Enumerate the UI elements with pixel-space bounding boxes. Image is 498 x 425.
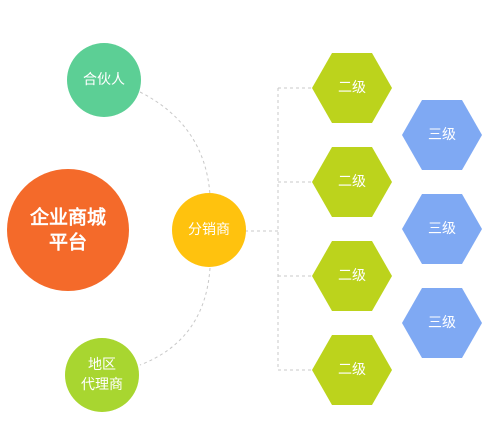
level3-label: 三级 — [428, 315, 456, 331]
level2-node: 二级 — [312, 241, 392, 311]
level2-hexagon — [312, 241, 392, 311]
platform-label-line2: 平台 — [49, 231, 87, 254]
level2-node: 二级 — [312, 53, 392, 123]
level3-hexagon — [402, 194, 482, 264]
distributor-label: 分销商 — [188, 222, 230, 238]
platform-circle — [7, 169, 129, 291]
regional-agent-label-line1: 地区 — [88, 357, 116, 373]
level2-node: 二级 — [312, 335, 392, 405]
level3-node: 三级 — [402, 194, 482, 264]
level2-node: 二级 — [312, 147, 392, 217]
regional-agent-label-line2: 代理商 — [81, 377, 123, 393]
level2-hexagon — [312, 335, 392, 405]
partner-circle — [67, 43, 141, 117]
level2-label: 二级 — [338, 80, 366, 96]
connector-arc-upper — [139, 91, 211, 196]
level3-hexagon — [402, 100, 482, 170]
regional-agent-circle — [65, 338, 139, 412]
regional-agent-node: 地区 代理商 — [65, 338, 139, 412]
level3-hexagon — [402, 288, 482, 358]
level2-hexagon — [312, 147, 392, 217]
platform-node: 企业商城 平台 — [7, 169, 129, 291]
platform-label-line1: 企业商城 — [29, 206, 106, 229]
level3-label: 三级 — [428, 221, 456, 237]
connectors — [139, 87, 313, 371]
partner-node: 合伙人 — [67, 43, 141, 117]
level3-label: 三级 — [428, 127, 456, 143]
level2-hexagon — [312, 53, 392, 123]
level2-label: 二级 — [338, 362, 366, 378]
partner-label: 合伙人 — [83, 72, 125, 88]
level2-label: 二级 — [338, 174, 366, 190]
level3-node: 三级 — [402, 288, 482, 358]
level3-node: 三级 — [402, 100, 482, 170]
level2-label: 二级 — [338, 268, 366, 284]
connector-arc-lower — [139, 267, 211, 366]
distributor-circle — [172, 193, 246, 267]
distributor-node: 分销商 — [172, 193, 246, 267]
